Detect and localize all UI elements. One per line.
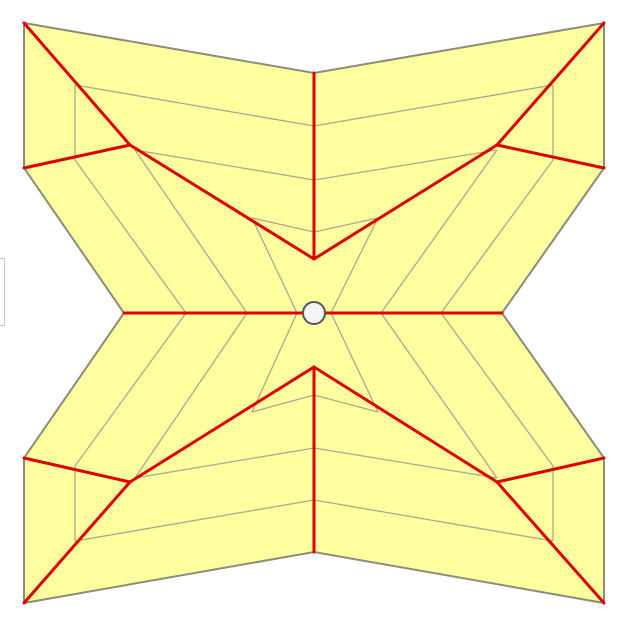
bottom-left-edge-fold [22, 456, 132, 484]
center-node[interactable] [302, 301, 326, 325]
top-left-edge-fold [22, 143, 132, 170]
left-edge-panel-fragment [0, 258, 5, 326]
top-right-edge-fold [495, 143, 606, 170]
bottom-right-edge-fold [495, 456, 606, 484]
fold-lines [22, 21, 606, 605]
